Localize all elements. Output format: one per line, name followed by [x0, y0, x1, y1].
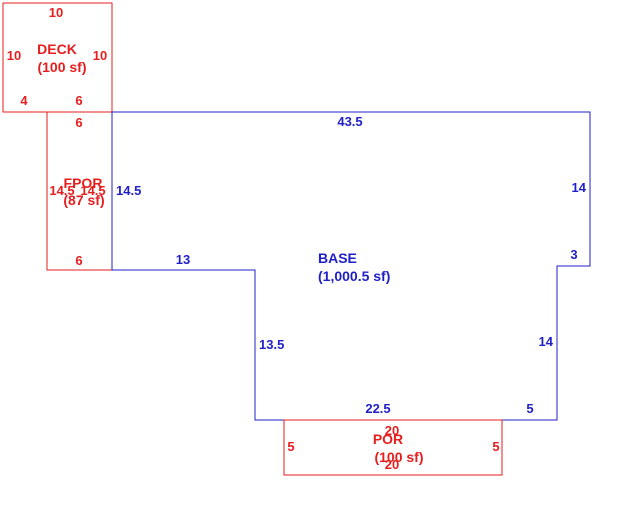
por-top-dimension: 20: [385, 423, 399, 438]
deck-bottom-right-dimension: 6: [75, 93, 82, 108]
fpor-area-label: (87 sf): [63, 192, 104, 208]
fpor-area[interactable]: FPOR (87 sf) 6 14.5 14.5 6: [46, 111, 113, 271]
deck-left-dimension: 10: [7, 48, 21, 63]
por-name-label: POR: [373, 431, 403, 447]
por-area-label: (100 sf): [374, 449, 423, 465]
deck-area[interactable]: DECK (100 sf) 10 10 10 4 6: [2, 2, 113, 113]
por-outline: [283, 419, 503, 476]
deck-bottom-left-dimension: 4: [20, 93, 28, 108]
base-top-dimension: 43.5: [337, 114, 362, 129]
base-outline: [111, 111, 591, 421]
por-right-dimension: 5: [492, 439, 499, 454]
base-right-lower-dimension: 14: [539, 334, 554, 349]
base-bottom-dimension: 22.5: [365, 401, 390, 416]
base-area[interactable]: BASE (1,000.5 sf) 43.5 14.5 14 3 13 13.5…: [111, 111, 591, 421]
por-bottom-dimension: 20: [385, 457, 399, 472]
fpor-top-dimension: 6: [75, 115, 82, 130]
fpor-right-dimension: 14.5: [80, 183, 105, 198]
base-right-notch-dimension: 3: [570, 247, 577, 262]
deck-right-dimension: 10: [93, 48, 107, 63]
base-bottom-right-dimension: 5: [526, 401, 533, 416]
base-right-upper-dimension: 14: [572, 180, 587, 195]
deck-name-label: DECK: [37, 41, 77, 57]
base-left-upper-dimension: 14.5: [116, 183, 141, 198]
por-area[interactable]: POR (100 sf) 20 5 5 20: [283, 419, 503, 476]
base-left-step-dimension: 13: [176, 252, 190, 267]
fpor-name-label: FPOR: [64, 175, 103, 191]
deck-area-label: (100 sf): [37, 59, 86, 75]
fpor-left-dimension: 14.5: [49, 183, 74, 198]
base-name-label: BASE: [318, 250, 357, 266]
por-left-dimension: 5: [287, 439, 294, 454]
base-left-lower-dimension: 13.5: [259, 337, 284, 352]
deck-top-dimension: 10: [49, 5, 63, 20]
fpor-bottom-dimension: 6: [75, 253, 82, 268]
base-area-label: (1,000.5 sf): [318, 268, 390, 284]
